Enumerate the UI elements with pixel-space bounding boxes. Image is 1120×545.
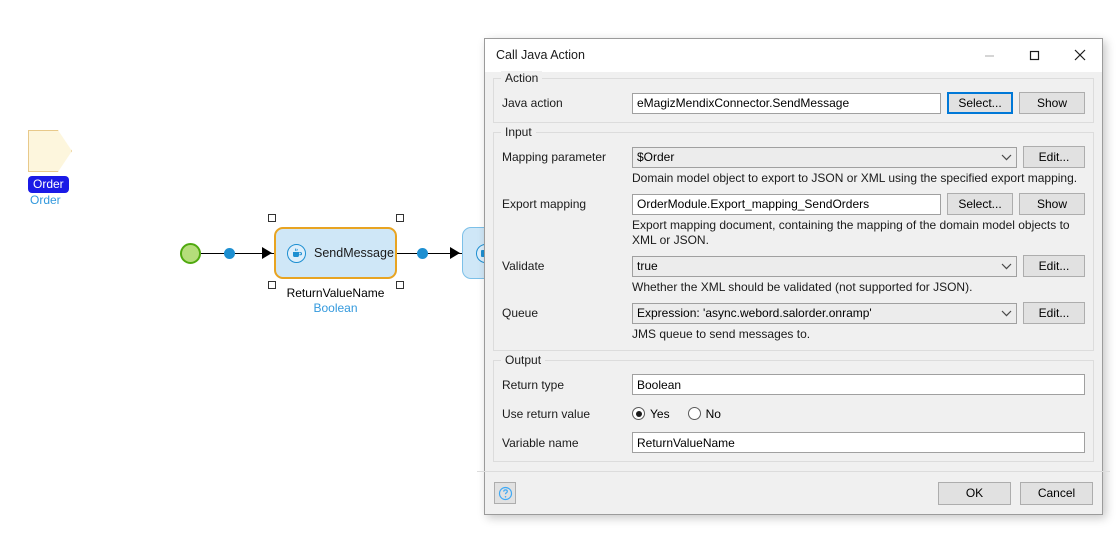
radio-use-return-value-no[interactable]: No bbox=[687, 406, 721, 421]
validate-value: true bbox=[637, 259, 658, 273]
return-type-row: Return type Boolean bbox=[502, 374, 1085, 395]
java-action-row: Java action eMagizMendixConnector.SendMe… bbox=[502, 92, 1085, 114]
chevron-down-icon bbox=[996, 263, 1016, 270]
parameter-name-label: Order bbox=[28, 176, 69, 193]
dialog-title: Call Java Action bbox=[496, 48, 585, 62]
selection-handle[interactable] bbox=[396, 281, 404, 289]
mapping-parameter-label: Mapping parameter bbox=[502, 150, 607, 164]
activity-caption-type: Boolean bbox=[313, 301, 358, 315]
queue-hint: JMS queue to send messages to. bbox=[632, 327, 811, 341]
radio-no-label: No bbox=[705, 406, 721, 421]
help-icon[interactable] bbox=[494, 482, 516, 504]
java-action-icon bbox=[287, 243, 306, 263]
flow-arrow-icon bbox=[450, 247, 460, 259]
validate-hint: Whether the XML should be validated (not… bbox=[632, 280, 973, 294]
call-java-action-dialog[interactable]: Call Java Action Action Java action eMag… bbox=[477, 38, 1110, 515]
validate-combo[interactable]: true bbox=[632, 255, 1017, 277]
mapping-parameter-edit-button[interactable]: Edit... bbox=[1023, 146, 1085, 168]
return-type-value: Boolean bbox=[632, 374, 1085, 395]
return-type-label: Return type bbox=[502, 377, 565, 392]
validate-edit-button[interactable]: Edit... bbox=[1023, 255, 1085, 277]
java-action-input[interactable]: eMagizMendixConnector.SendMessage bbox=[632, 92, 941, 114]
use-return-value-label: Use return value bbox=[502, 406, 591, 421]
input-group-legend: Input bbox=[501, 125, 536, 139]
dialog-footer: OK Cancel bbox=[485, 472, 1102, 514]
selection-handle[interactable] bbox=[396, 214, 404, 222]
footer-divider bbox=[477, 471, 1110, 472]
action-group-legend: Action bbox=[501, 71, 543, 85]
mapping-parameter-row: Mapping parameter $Order Edit... bbox=[502, 146, 1085, 168]
queue-label: Queue bbox=[502, 306, 539, 320]
output-group-legend: Output bbox=[501, 353, 546, 367]
variable-name-row: Variable name ReturnValueName bbox=[502, 432, 1085, 453]
radio-dot-icon bbox=[632, 407, 645, 420]
action-group: Action Java action eMagizMendixConnector… bbox=[493, 71, 1094, 123]
dialog-body: Action Java action eMagizMendixConnector… bbox=[485, 71, 1102, 471]
variable-name-input[interactable]: ReturnValueName bbox=[632, 432, 1085, 453]
start-event-icon[interactable] bbox=[180, 243, 201, 264]
radio-yes-label: Yes bbox=[650, 406, 670, 421]
cancel-button[interactable]: Cancel bbox=[1020, 481, 1093, 505]
validate-label: Validate bbox=[502, 259, 545, 273]
output-group: Output Return type Boolean Use return va… bbox=[493, 353, 1094, 462]
radio-use-return-value-yes[interactable]: Yes bbox=[632, 407, 670, 421]
export-mapping-hint: Export mapping document, containing the … bbox=[632, 218, 1070, 247]
queue-combo[interactable]: Expression: 'async.webord.salorder.onram… bbox=[632, 302, 1017, 324]
export-mapping-select-button[interactable]: Select... bbox=[947, 193, 1013, 215]
activity-send-message[interactable]: SendMessage bbox=[274, 227, 397, 279]
java-action-show-button[interactable]: Show bbox=[1019, 92, 1085, 114]
mapping-parameter-value: $Order bbox=[637, 150, 675, 164]
selection-handle[interactable] bbox=[268, 214, 276, 222]
close-icon[interactable] bbox=[1057, 39, 1102, 71]
parameter-type-label: Order bbox=[30, 193, 61, 207]
queue-value: Expression: 'async.webord.salorder.onram… bbox=[637, 306, 872, 320]
parameter-shape-icon bbox=[28, 130, 72, 172]
microflow-parameter-order[interactable]: Order Order bbox=[28, 130, 72, 208]
mapping-parameter-combo[interactable]: $Order bbox=[632, 146, 1017, 168]
export-mapping-label: Export mapping bbox=[502, 197, 587, 211]
chevron-down-icon bbox=[996, 310, 1016, 317]
mapping-parameter-hint: Domain model object to export to JSON or… bbox=[632, 171, 1078, 185]
ok-button[interactable]: OK bbox=[938, 481, 1011, 505]
radio-dot-icon bbox=[687, 407, 701, 420]
variable-name-label: Variable name bbox=[502, 435, 579, 450]
export-mapping-input[interactable]: OrderModule.Export_mapping_SendOrders bbox=[632, 193, 941, 215]
flow-connector-handle[interactable] bbox=[417, 248, 428, 259]
queue-row: Queue Expression: 'async.webord.salorder… bbox=[502, 302, 1085, 324]
validate-row: Validate true Edit... bbox=[502, 255, 1085, 277]
selection-handle[interactable] bbox=[268, 281, 276, 289]
chevron-down-icon bbox=[996, 154, 1016, 161]
export-mapping-show-button[interactable]: Show bbox=[1019, 193, 1085, 215]
activity-label: SendMessage bbox=[314, 246, 394, 260]
dialog-titlebar[interactable]: Call Java Action bbox=[485, 39, 1102, 72]
flow-connector[interactable] bbox=[397, 253, 462, 254]
use-return-value-radios: Yes No bbox=[632, 407, 721, 421]
flow-connector[interactable] bbox=[201, 253, 274, 254]
queue-edit-button[interactable]: Edit... bbox=[1023, 302, 1085, 324]
export-mapping-row: Export mapping OrderModule.Export_mappin… bbox=[502, 193, 1085, 215]
minimize-icon[interactable] bbox=[967, 39, 1012, 71]
flow-arrow-icon bbox=[262, 247, 272, 259]
java-action-label: Java action bbox=[502, 96, 563, 110]
flow-connector-handle[interactable] bbox=[224, 248, 235, 259]
use-return-value-row: Use return value Yes No bbox=[502, 403, 1085, 424]
activity-caption: ReturnValueName Boolean bbox=[274, 286, 397, 316]
maximize-icon[interactable] bbox=[1012, 39, 1057, 71]
input-group: Input Mapping parameter $Order Edit... D… bbox=[493, 125, 1094, 351]
activity-caption-name: ReturnValueName bbox=[286, 286, 385, 300]
java-action-select-button[interactable]: Select... bbox=[947, 92, 1013, 114]
